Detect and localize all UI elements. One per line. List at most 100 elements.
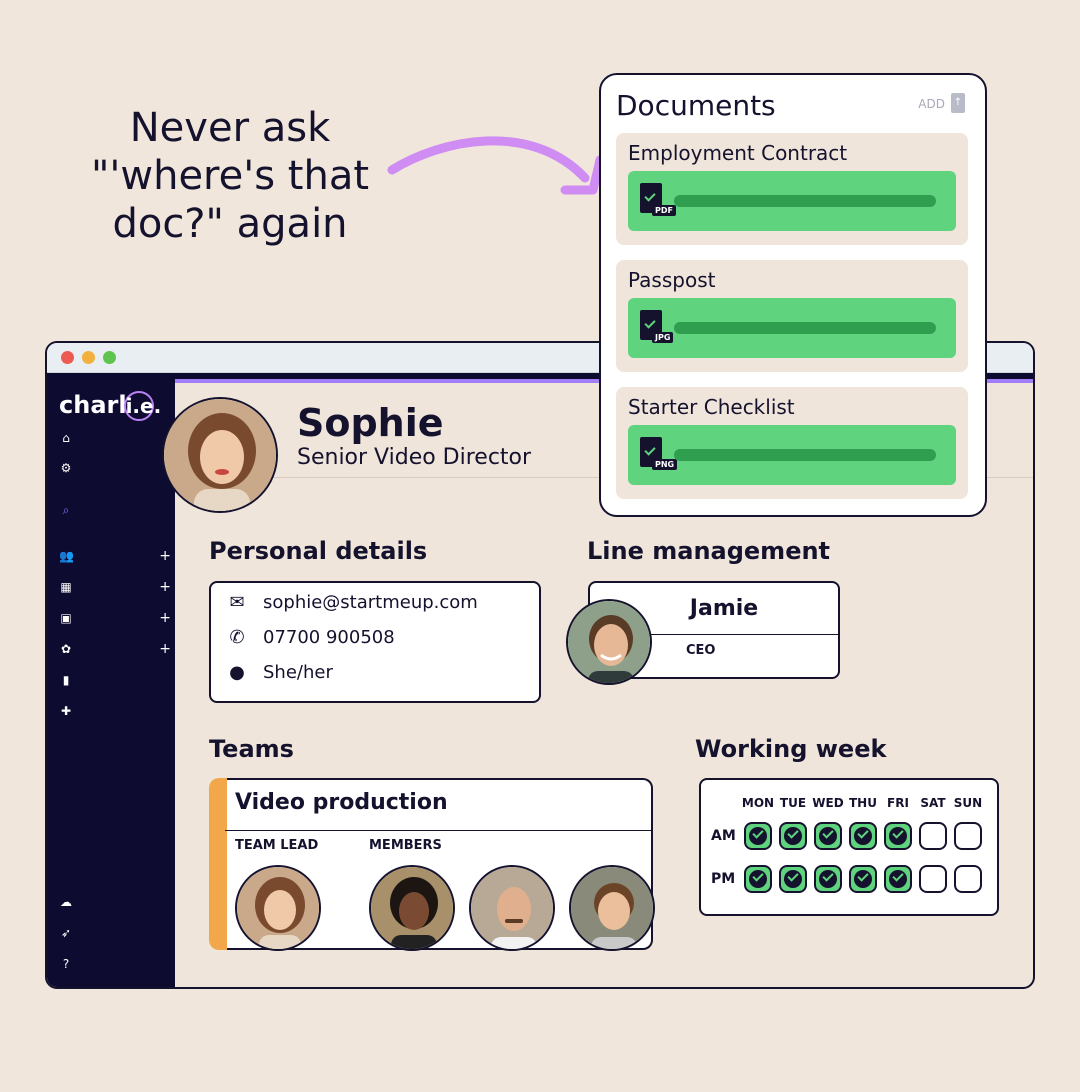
am-slot-sun[interactable]	[954, 822, 982, 850]
home-icon: ⌂	[62, 431, 70, 445]
member-avatar-1[interactable]	[369, 865, 455, 951]
teams-title: Teams	[209, 735, 294, 763]
expand-plus-icon[interactable]: +	[159, 579, 171, 595]
member-avatar-3[interactable]	[569, 865, 655, 951]
close-window-button[interactable]	[61, 351, 74, 364]
document-name: Passpost	[628, 268, 716, 292]
team-name: Video production	[235, 790, 448, 815]
check-icon	[822, 870, 834, 882]
sidebar-item-briefcase[interactable]: ▣+	[59, 609, 171, 627]
headline-line-3: doc?" again	[112, 201, 348, 247]
document-name: Starter Checklist	[628, 395, 795, 419]
team-accent-bar	[209, 778, 227, 950]
pm-slot-mon[interactable]	[744, 865, 772, 893]
document-file[interactable]: JPG	[628, 298, 956, 358]
cloud-computer-icon: ☁	[60, 895, 72, 909]
day-header-wed: WED	[812, 796, 844, 810]
day-header-thu: THU	[849, 796, 877, 810]
rocket-icon: ➶	[60, 926, 72, 940]
am-slot-fri[interactable]	[884, 822, 912, 850]
pm-slot-sun[interactable]	[954, 865, 982, 893]
add-document-button[interactable]: ADD	[918, 97, 945, 111]
pm-slot-sat[interactable]	[919, 865, 947, 893]
profile-role: Senior Video Director	[297, 445, 532, 470]
am-slot-mon[interactable]	[744, 822, 772, 850]
document-file[interactable]: PDF	[628, 171, 956, 231]
pm-slot-fri[interactable]	[884, 865, 912, 893]
sidebar-item-gear[interactable]: ⚙	[59, 459, 159, 477]
upload-progress-bar	[674, 322, 936, 334]
file-extension-badge: JPG	[652, 332, 674, 343]
profile-name: Sophie	[297, 401, 444, 445]
headline: Never ask "'where's that doc?" again	[90, 104, 370, 248]
briefcase-icon: ▣	[60, 611, 72, 625]
expand-plus-icon[interactable]: +	[159, 548, 171, 564]
email-value: sophie@startmeup.com	[263, 592, 478, 613]
phone-row[interactable]: ✆ 07700 900508	[225, 626, 395, 650]
curved-arrow-icon	[387, 136, 605, 195]
am-slot-wed[interactable]	[814, 822, 842, 850]
sidebar-item-chart[interactable]: ▮	[59, 671, 159, 689]
sidebar: charli.e. ⌂⚙⌕👥+▦+▣+✿+▮✚ ☁➶?	[47, 373, 175, 987]
manager-avatar[interactable]	[566, 599, 652, 685]
person-icon: ●	[229, 662, 245, 683]
team-lead-label: TEAM LEAD	[235, 838, 319, 853]
team-lead-avatar[interactable]	[235, 865, 321, 951]
people-icon: 👥	[59, 549, 74, 563]
logo-ring: i.e.	[123, 391, 161, 421]
check-icon	[787, 827, 799, 839]
day-header-mon: MON	[741, 796, 775, 810]
upload-icon[interactable]: ↑	[951, 93, 965, 113]
day-header-fri: FRI	[887, 796, 909, 810]
sidebar-item-home[interactable]: ⌂	[59, 429, 159, 447]
day-header-sun: SUN	[953, 796, 983, 810]
sidebar-bottom-cloud-computer[interactable]: ☁	[59, 893, 159, 911]
check-icon	[752, 870, 764, 882]
working-week-title: Working week	[695, 735, 887, 763]
document-name: Employment Contract	[628, 141, 848, 165]
chat-help-icon: ?	[62, 957, 70, 971]
email-row[interactable]: ✉sophie@startmeup.com	[225, 591, 478, 615]
day-header-tue: TUE	[779, 796, 807, 810]
sidebar-item-plant[interactable]: ✿+	[59, 640, 171, 658]
sidebar-bottom-rocket[interactable]: ➶	[59, 924, 159, 942]
sidebar-item-search[interactable]: ⌕	[59, 501, 159, 519]
am-slot-sat[interactable]	[919, 822, 947, 850]
member-avatar-2[interactable]	[469, 865, 555, 951]
expand-plus-icon[interactable]: +	[159, 610, 171, 626]
manager-role: CEO	[686, 643, 716, 658]
sidebar-item-puzzle[interactable]: ✚	[59, 702, 159, 720]
sidebar-bottom-chat-help[interactable]: ?	[59, 955, 159, 973]
am-slot-tue[interactable]	[779, 822, 807, 850]
line-management-title: Line management	[587, 537, 831, 565]
day-header-sat: SAT	[920, 796, 946, 810]
document-file[interactable]: PNG	[628, 425, 956, 485]
check-icon	[857, 827, 869, 839]
phone-value: 07700 900508	[263, 627, 395, 648]
am-slot-thu[interactable]	[849, 822, 877, 850]
minimize-window-button[interactable]	[82, 351, 95, 364]
phone-icon: ✆	[229, 627, 245, 648]
profile-avatar	[162, 397, 278, 513]
pm-slot-thu[interactable]	[849, 865, 877, 893]
personal-details-card: ✉sophie@startmeup.com ✆ 07700 900508 ● She…	[209, 581, 541, 703]
check-icon	[822, 827, 834, 839]
pronouns-value: She/her	[263, 662, 333, 683]
building-icon: ▦	[60, 580, 72, 594]
members-label: MEMBERS	[369, 838, 442, 853]
sidebar-item-people[interactable]: 👥+	[59, 547, 171, 565]
file-extension-badge: PDF	[652, 205, 676, 216]
sidebar-item-building[interactable]: ▦+	[59, 578, 171, 596]
check-icon	[752, 827, 764, 839]
pm-slot-tue[interactable]	[779, 865, 807, 893]
am-label: AM	[711, 828, 736, 844]
maximize-window-button[interactable]	[103, 351, 116, 364]
pm-slot-wed[interactable]	[814, 865, 842, 893]
charlie-logo[interactable]: charli.e.	[59, 391, 162, 421]
expand-plus-icon[interactable]: +	[159, 641, 171, 657]
